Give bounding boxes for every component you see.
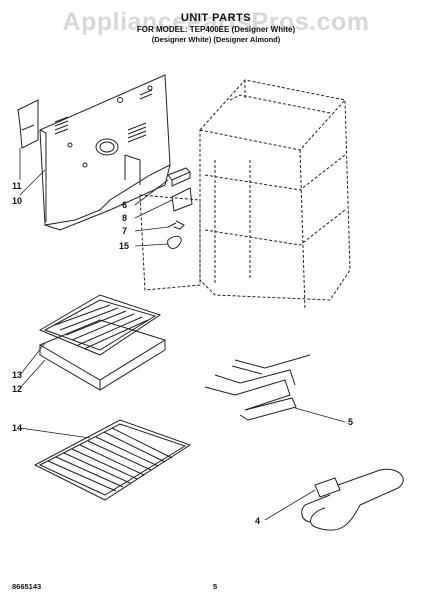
oven-rack [33,419,192,501]
vent-slots-top [139,89,153,100]
footer-page-number: 5 [213,582,218,591]
bracket-part [17,99,39,149]
callout-6: 6 [122,200,128,210]
broiler-pan [38,319,167,391]
model-line: FOR MODEL: TEP400EE (Designer White) [136,25,296,34]
callout-14: 14 [12,423,23,433]
vent-slots-right [127,122,147,143]
watermark: AppliancePartsPros.com [62,8,370,36]
back-panel [39,74,171,231]
vent-slots-left [54,116,69,135]
diagram-title: UNIT PARTS [180,12,252,24]
callout-5: 5 [348,417,354,427]
callout-15: 15 [119,241,130,251]
oven-cavity-outline [139,79,351,311]
bake-element-part [204,354,311,421]
callout-12: 12 [12,384,23,394]
terminal-block-part [167,167,191,187]
clip-part [167,235,182,249]
footer-code: 8665143 [12,582,42,591]
leader-lines [19,148,346,521]
callout-10: 10 [12,196,23,206]
callout-11: 11 [12,181,22,191]
color-line: (Designer White) (Designer Almond) [151,35,281,44]
broil-element-part [301,468,404,531]
callout-4: 4 [255,516,261,526]
bracket-plate-part [171,187,193,212]
callout-13: 13 [12,370,23,380]
callout-7: 7 [122,226,128,236]
screw-part [167,220,185,230]
broiler-pan-insert [38,294,162,356]
callout-8: 8 [122,213,128,223]
